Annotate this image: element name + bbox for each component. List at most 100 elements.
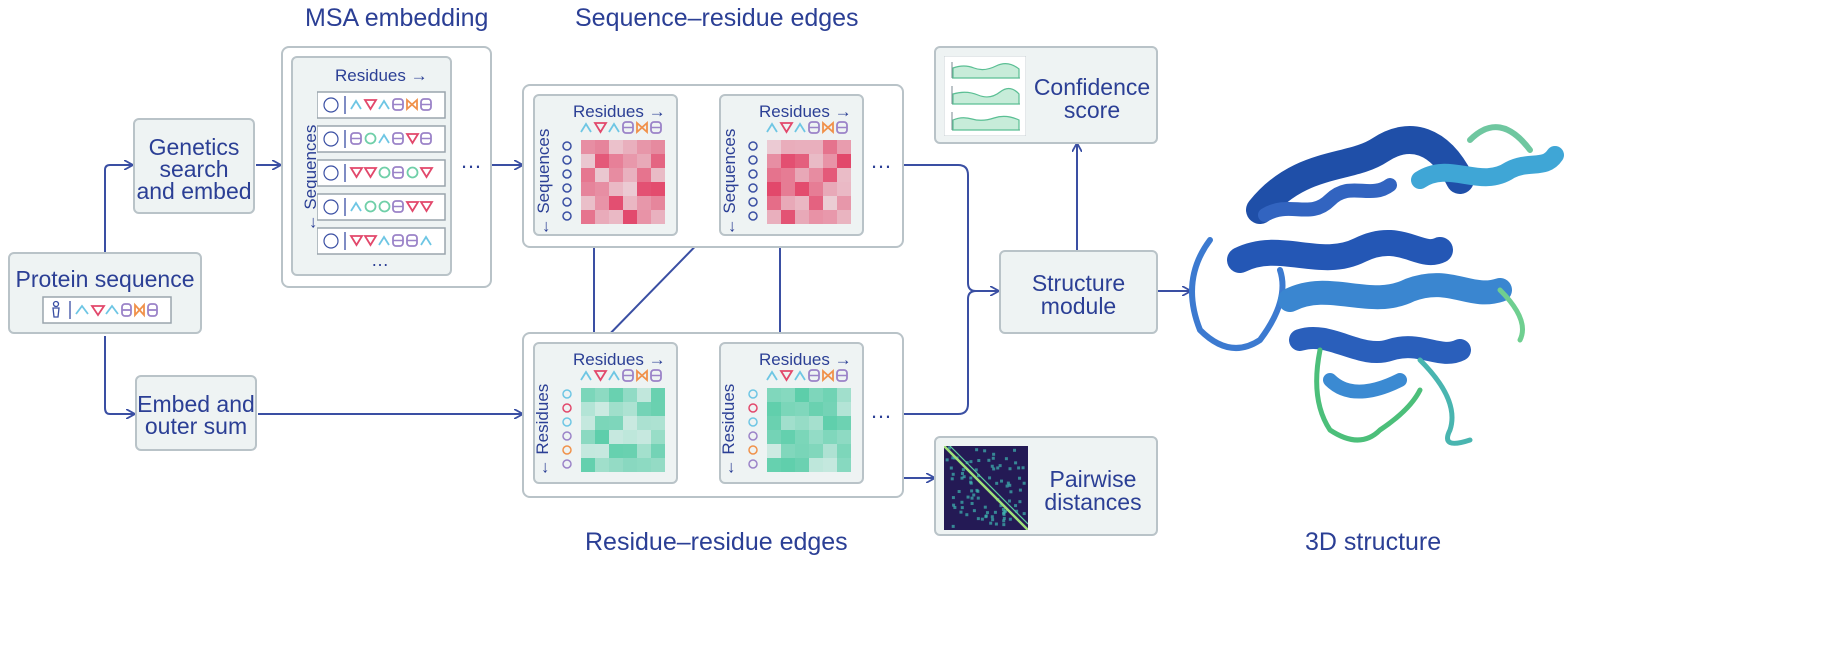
distance-map-contact xyxy=(980,517,984,521)
fish-icon xyxy=(323,131,339,147)
heatmap-cell xyxy=(767,402,781,416)
heatmap-row-glyphs xyxy=(748,141,758,221)
msa-matrix: Residues → ← Sequences … xyxy=(291,56,452,276)
heatmap-cell xyxy=(651,444,665,458)
distance-map-contact xyxy=(992,467,996,471)
heatmap-cell xyxy=(767,168,781,182)
heatmap-cell xyxy=(795,168,809,182)
heatmap-cell xyxy=(809,458,823,472)
confidence-score-box: Confidence score xyxy=(934,46,1158,144)
heatmap-cell xyxy=(767,154,781,168)
resres-matrix-1: Residues → ← Residues xyxy=(533,342,678,484)
heatmap-cell xyxy=(795,140,809,154)
heatmap-cell xyxy=(781,210,795,224)
heatmap-cell xyxy=(809,388,823,402)
heatmap-cell xyxy=(637,182,651,196)
seqres-1-heatmap xyxy=(562,120,665,224)
heatmap-row-glyphs xyxy=(562,141,572,221)
heatmap-cell xyxy=(823,430,837,444)
msa-row xyxy=(317,159,446,187)
heatmap-cell xyxy=(823,416,837,430)
heatmap-cell xyxy=(609,168,623,182)
heatmap-cell xyxy=(781,402,795,416)
heatmap-cell xyxy=(823,210,837,224)
distance-map-contact xyxy=(990,464,994,468)
heatmap-cell xyxy=(651,140,665,154)
heatmap-cell xyxy=(623,402,637,416)
heatmap-cell xyxy=(795,388,809,402)
heatmap-cell xyxy=(781,458,795,472)
heatmap-cell xyxy=(595,210,609,224)
protein-sequence-glyphs xyxy=(42,296,172,324)
heatmap-cell xyxy=(595,416,609,430)
distance-map-contact xyxy=(996,466,1000,470)
heatmap-cell xyxy=(581,430,595,444)
heatmap-cell xyxy=(809,182,823,196)
msa-row xyxy=(317,125,446,153)
heatmap-cell xyxy=(781,388,795,402)
heatmap-cell xyxy=(781,444,795,458)
distance-map-contact xyxy=(970,501,974,505)
distance-map-contact xyxy=(972,509,976,513)
heatmap-cell xyxy=(637,416,651,430)
heatmap-cell xyxy=(581,154,595,168)
distance-map-contact xyxy=(985,511,989,515)
heatmap-cell xyxy=(809,402,823,416)
heatmap-cell xyxy=(581,182,595,196)
heatmap-cell xyxy=(623,140,637,154)
heatmap-cell xyxy=(651,458,665,472)
heatmap-cell xyxy=(651,182,665,196)
heatmap-cell xyxy=(581,140,595,154)
heatmap-cell xyxy=(623,458,637,472)
distance-map-contact xyxy=(951,524,955,528)
distance-map-contact xyxy=(960,471,964,475)
heatmap-cell xyxy=(837,140,851,154)
msa-right-ellipsis: … xyxy=(460,148,482,173)
heatmap-cell xyxy=(795,458,809,472)
distance-map-contact xyxy=(945,458,949,462)
heatmap-cell xyxy=(637,402,651,416)
distance-map-contact xyxy=(983,505,987,509)
heatmap-column-glyphs xyxy=(766,120,848,135)
heatmap-cell xyxy=(651,168,665,182)
heatmap-cell xyxy=(837,210,851,224)
distance-map-contact xyxy=(999,504,1003,508)
heatmap-cell xyxy=(809,444,823,458)
distance-map-contact xyxy=(992,452,996,456)
distance-map-contact xyxy=(1005,484,1009,488)
heatmap-cell xyxy=(595,196,609,210)
genetics-search-box: Genetics search and embed xyxy=(133,118,255,214)
distance-map-contact xyxy=(1009,490,1013,494)
distance-map-contact xyxy=(989,521,993,525)
heatmap-cell xyxy=(637,168,651,182)
heatmap-column-glyphs xyxy=(580,368,662,383)
heatmap-cell xyxy=(781,140,795,154)
heatmap-cell xyxy=(581,416,595,430)
arrow-protein-to-genetics xyxy=(104,165,132,252)
heatmap-cell xyxy=(795,154,809,168)
distance-map-contact xyxy=(952,503,956,507)
distance-map-contact xyxy=(962,475,966,479)
heatmap-cell xyxy=(637,458,651,472)
msa-row xyxy=(317,91,446,119)
structure-label-2: module xyxy=(1040,293,1117,319)
sequence-residue-edges-title: Sequence–residue edges xyxy=(575,4,859,32)
distance-map-band xyxy=(949,446,1028,525)
heatmap-cell xyxy=(823,154,837,168)
seqres-2-heatmap xyxy=(748,120,851,224)
distance-map-contact xyxy=(949,466,953,470)
structure-label-1: Structure xyxy=(1031,270,1126,296)
pairwise-label-2: distances xyxy=(1044,489,1142,515)
resres-2-residues-axis: Residues → xyxy=(759,350,852,369)
heatmap-cell xyxy=(837,402,851,416)
pairwise-distances-box: Pairwise distances xyxy=(934,436,1158,536)
heatmap-cell xyxy=(581,196,595,210)
confidence-label-2: score xyxy=(1063,97,1121,123)
heatmap-cell xyxy=(823,182,837,196)
distance-map-contact xyxy=(1018,476,1022,480)
resres-1-heatmap xyxy=(562,368,665,472)
distance-map-contact xyxy=(969,480,973,484)
heatmap-cell xyxy=(795,430,809,444)
distance-map-contact xyxy=(965,513,969,517)
heatmap-cell xyxy=(609,402,623,416)
